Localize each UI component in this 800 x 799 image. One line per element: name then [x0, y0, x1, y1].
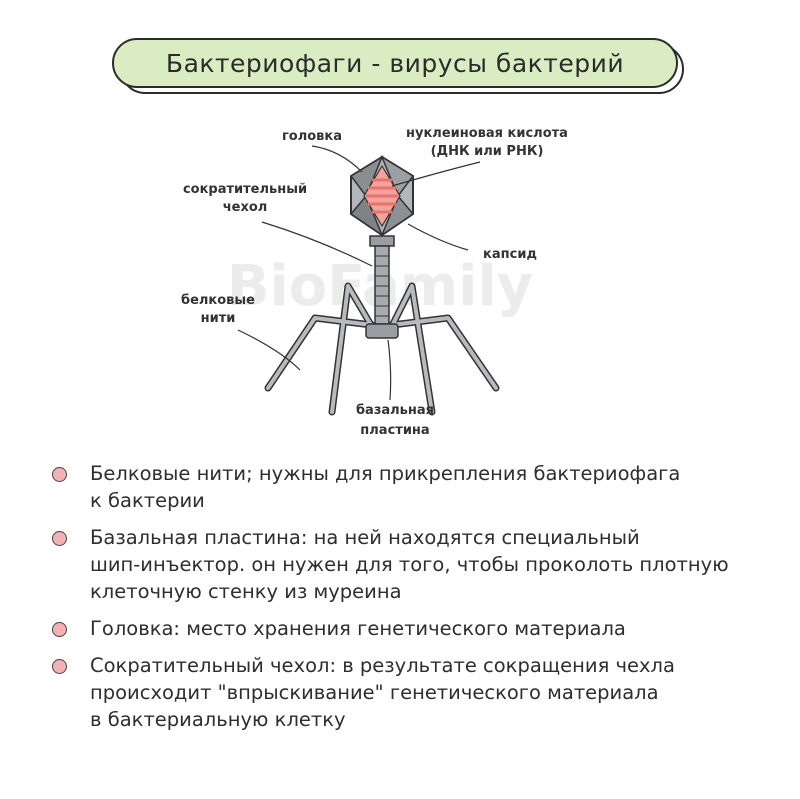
nucleic-acid [363, 164, 401, 228]
label-capsid: капсид [483, 247, 537, 262]
base-plate [365, 323, 399, 339]
label-sheath-2: чехол [223, 200, 268, 215]
phage-collar [369, 235, 395, 247]
bullet-text: Белковые нити; нужны для прикрепления ба… [90, 462, 681, 512]
page-title: Бактериофаги - вирусы бактерий [165, 49, 625, 78]
label-plate-1: базальная [356, 403, 434, 418]
label-sheath-1: сократительный [183, 182, 307, 197]
bullet-text: Головка: место хранения генетического ма… [90, 617, 626, 640]
bullet-dot-icon [52, 659, 67, 674]
label-fibers-2: нити [201, 311, 236, 326]
bacteriophage-diagram: BioFamily [181, 126, 568, 438]
tail-sheath [374, 245, 390, 325]
bullet-item: Базальная пластина: на ней находятся спе… [50, 524, 770, 605]
bullet-item: Головка: место хранения генетического ма… [50, 615, 770, 642]
label-plate-2: пластина [360, 423, 429, 438]
bullet-item: Белковые нити; нужны для прикрепления ба… [50, 460, 770, 514]
label-nucleic-acid-1: нуклеиновая кислота [406, 126, 568, 141]
bullet-text: Сократительный чехол: в результате сокра… [90, 654, 675, 731]
label-head: головка [282, 129, 342, 144]
bullet-dot-icon [52, 622, 67, 637]
phage-head [349, 155, 415, 238]
bullet-item: Сократительный чехол: в результате сокра… [50, 652, 770, 733]
label-fibers-1: белковые [181, 293, 255, 308]
bullet-dot-icon [52, 467, 67, 482]
label-nucleic-acid-2: (ДНК или РНК) [431, 144, 544, 159]
bullet-list: Белковые нити; нужны для прикрепления ба… [50, 460, 770, 743]
pointer-lines [237, 145, 481, 401]
bullet-dot-icon [52, 531, 67, 546]
bullet-text: Базальная пластина: на ней находятся спе… [90, 526, 729, 603]
